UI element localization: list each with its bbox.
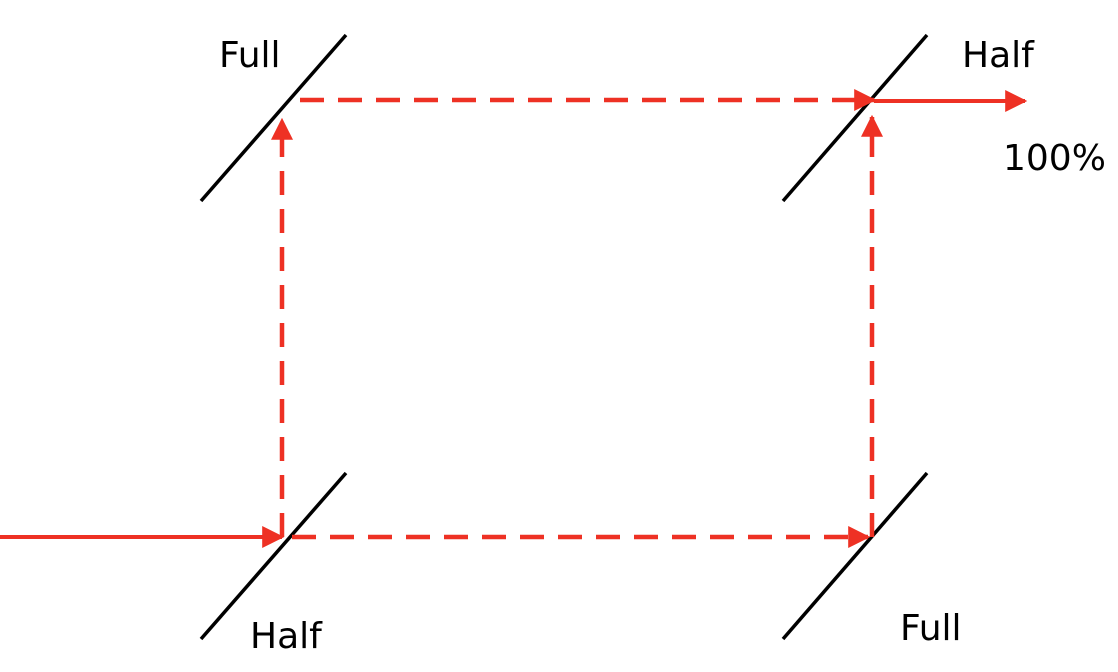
bottom-left-mirror-label: Half xyxy=(250,616,323,657)
top-left-mirror-label: Full xyxy=(219,35,281,76)
output-percentage-label: 100% xyxy=(1003,138,1106,179)
top-right-mirror xyxy=(781,33,929,203)
bottom-left-mirror xyxy=(199,471,348,641)
bottom-right-mirror-label: Full xyxy=(900,608,962,649)
top-right-mirror-label: Half xyxy=(962,35,1035,76)
bottom-right-mirror xyxy=(781,471,929,641)
